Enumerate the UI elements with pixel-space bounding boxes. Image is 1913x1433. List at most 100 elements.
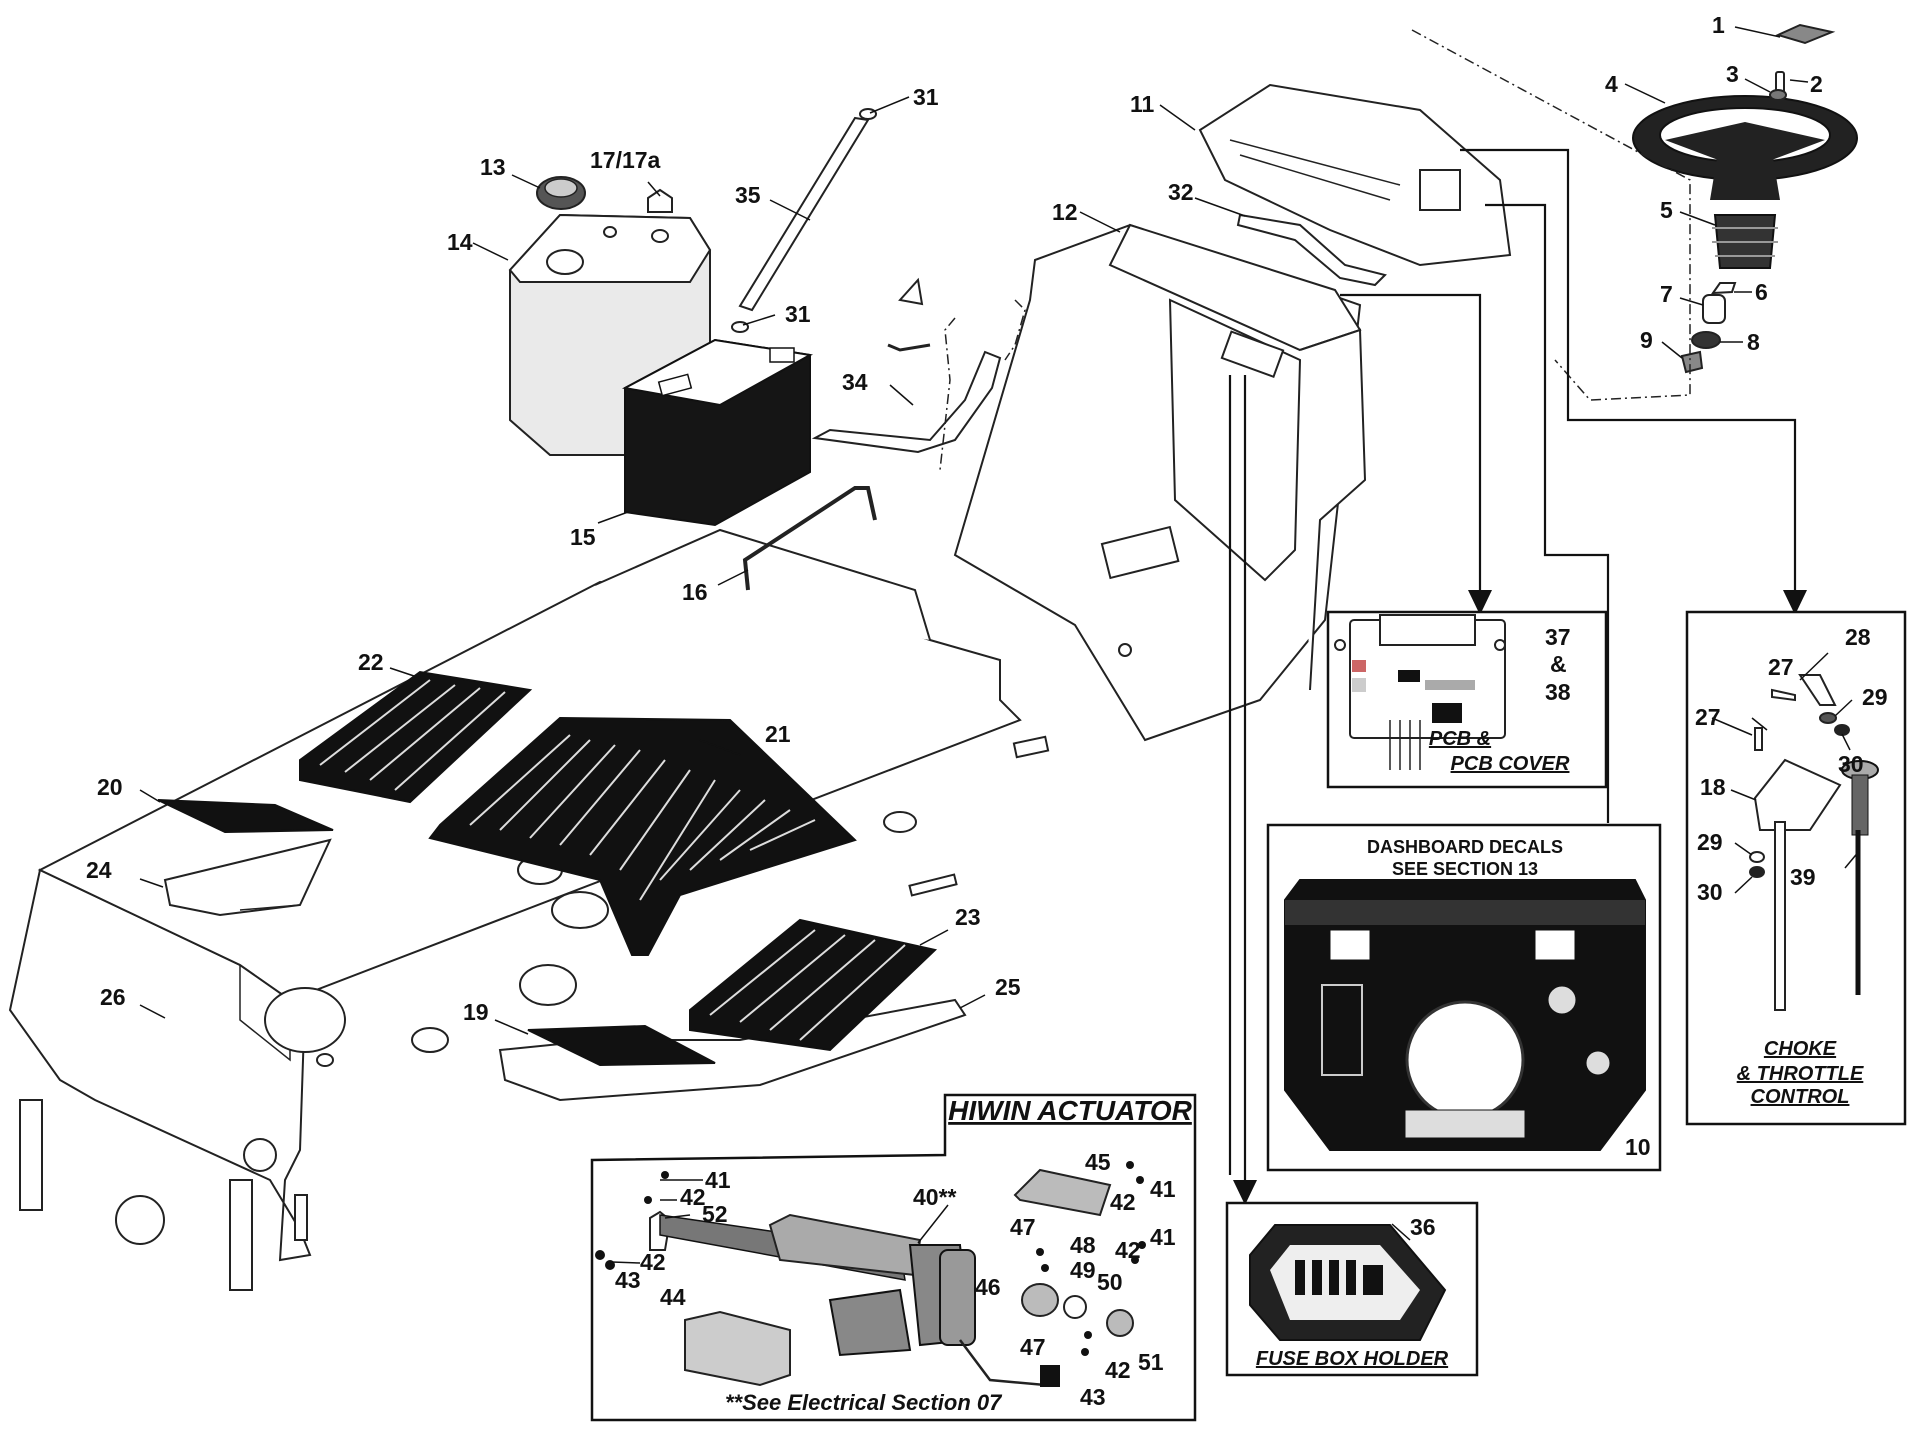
- label-1: 1: [1712, 12, 1725, 38]
- label-38: 38: [1545, 679, 1571, 705]
- label-52: 52: [702, 1201, 728, 1227]
- label-9: 9: [1640, 327, 1653, 353]
- pcb-box: [1326, 610, 1608, 789]
- label-14: 14: [447, 229, 473, 255]
- label-42a: 42: [680, 1184, 706, 1210]
- label-47b: 47: [1020, 1334, 1046, 1360]
- dashboard-box: [1266, 823, 1662, 1172]
- label-19: 19: [463, 999, 489, 1025]
- label-8: 8: [1747, 329, 1760, 355]
- part-numbers: 1 2 3 4 5 6 7 8 9 10 11 12 13 14 15 16 1…: [86, 12, 1888, 1410]
- label-41b: 41: [1150, 1176, 1176, 1202]
- label-47a: 47: [1010, 1214, 1036, 1240]
- label-37-amp: &: [1550, 651, 1567, 677]
- label-20: 20: [97, 774, 123, 800]
- label-17: 17/17a: [590, 147, 661, 173]
- spacer-7: [1702, 294, 1726, 324]
- label-49: 49: [1070, 1257, 1096, 1283]
- label-29a: 29: [1862, 684, 1888, 710]
- pcb-title-2: PCB COVER: [1451, 753, 1570, 775]
- label-41a: 41: [705, 1167, 731, 1193]
- bracket-34: [811, 350, 1002, 454]
- leader-lines: [139, 26, 1861, 1264]
- label-18: 18: [1700, 774, 1726, 800]
- label-30a: 30: [1838, 751, 1864, 777]
- dash-cover-11: [1198, 83, 1512, 267]
- label-5: 5: [1660, 197, 1673, 223]
- label-42b: 42: [640, 1249, 666, 1275]
- label-32: 32: [1168, 179, 1194, 205]
- label-21: 21: [765, 721, 791, 747]
- label-34: 34: [842, 369, 868, 395]
- label-43b: 43: [1080, 1384, 1106, 1410]
- choke-title-1: CHOKE: [1764, 1038, 1837, 1060]
- washer-8: [1691, 331, 1721, 349]
- label-13: 13: [480, 154, 506, 180]
- label-48: 48: [1070, 1232, 1096, 1258]
- label-44: 44: [660, 1284, 686, 1310]
- hiwin-note: **See Electrical Section 07: [725, 1390, 1003, 1415]
- label-4: 4: [1605, 71, 1618, 97]
- choke-box: [1685, 610, 1907, 1126]
- mat-20: [157, 799, 334, 834]
- mat-22: [299, 670, 533, 804]
- fitting-17: [647, 188, 673, 213]
- label-42e: 42: [1105, 1357, 1131, 1383]
- dashboard-title-2: SEE SECTION 13: [1392, 859, 1538, 879]
- label-6: 6: [1755, 279, 1768, 305]
- console-12: [953, 223, 1367, 742]
- fuel-cap-13: [536, 176, 586, 210]
- label-35: 35: [735, 182, 761, 208]
- clip-6: [1711, 282, 1737, 295]
- label-28: 28: [1845, 624, 1871, 650]
- choke-title-3: CONTROL: [1751, 1086, 1850, 1108]
- label-42c: 42: [1110, 1189, 1136, 1215]
- label-15: 15: [570, 524, 596, 550]
- label-25: 25: [995, 974, 1021, 1000]
- label-22: 22: [358, 649, 384, 675]
- mat-19: [527, 1024, 716, 1067]
- hiwin-box: [590, 1093, 1197, 1422]
- label-45: 45: [1085, 1149, 1111, 1175]
- label-27a: 27: [1768, 654, 1794, 680]
- washer-3: [1769, 89, 1787, 101]
- label-37: 37: [1545, 624, 1571, 650]
- mat-23: [689, 918, 938, 1052]
- floor-mat-21: [428, 716, 857, 956]
- dashboard-title-1: DASHBOARD DECALS: [1367, 837, 1563, 857]
- label-36: 36: [1410, 1214, 1436, 1240]
- battery-15: [621, 338, 814, 527]
- pcb-title-1: PCB &: [1429, 728, 1491, 750]
- choke-title-2: & THROTTLE: [1737, 1063, 1864, 1085]
- label-23: 23: [955, 904, 981, 930]
- label-7: 7: [1660, 281, 1673, 307]
- label-26: 26: [100, 984, 126, 1010]
- label-16: 16: [682, 579, 708, 605]
- bracket-32: [1236, 213, 1387, 287]
- label-3: 3: [1726, 61, 1739, 87]
- label-39: 39: [1790, 864, 1816, 890]
- label-40: 40**: [913, 1184, 957, 1210]
- label-42d: 42: [1115, 1237, 1141, 1263]
- boot-5: [1712, 214, 1778, 269]
- label-31b: 31: [785, 301, 811, 327]
- cap-1: [1775, 23, 1836, 45]
- hiwin-title: HIWIN ACTUATOR: [948, 1095, 1192, 1126]
- label-2: 2: [1810, 71, 1823, 97]
- battery-strap-16: [742, 486, 877, 591]
- label-24: 24: [86, 857, 112, 883]
- steering-wheel-4: [1632, 95, 1858, 200]
- fuse-box: [1225, 1201, 1479, 1377]
- label-51: 51: [1138, 1349, 1164, 1375]
- nut-9: [1680, 350, 1704, 374]
- label-30b: 30: [1697, 879, 1723, 905]
- label-27b: 27: [1695, 704, 1721, 730]
- label-46: 46: [975, 1274, 1001, 1300]
- label-43a: 43: [615, 1267, 641, 1293]
- label-29b: 29: [1697, 829, 1723, 855]
- label-50: 50: [1097, 1269, 1123, 1295]
- hose-35: [738, 116, 870, 312]
- label-11: 11: [1130, 91, 1155, 117]
- label-41c: 41: [1150, 1224, 1176, 1250]
